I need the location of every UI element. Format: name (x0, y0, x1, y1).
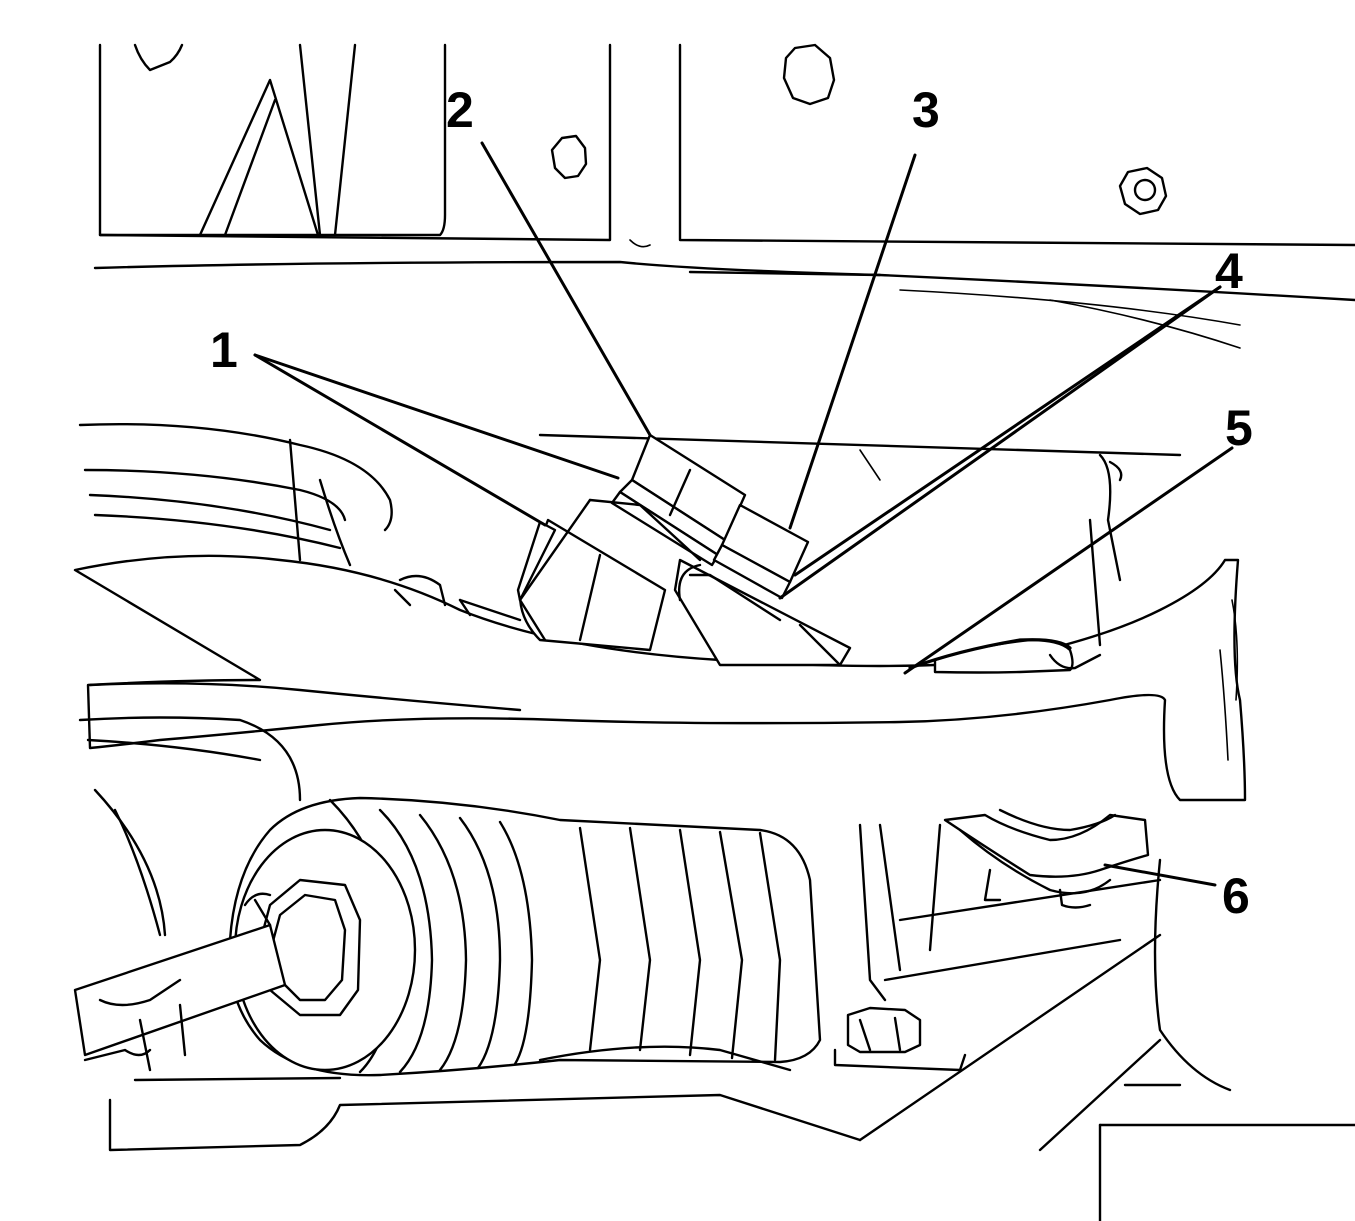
bolt-assembly (393, 433, 852, 667)
link-rod (78, 716, 302, 937)
callout-6: 6 (1222, 868, 1250, 924)
callout-4: 4 (1215, 243, 1243, 299)
body-bolts (550, 43, 1168, 216)
body-panel (93, 43, 1355, 349)
callout-1: 1 (210, 322, 238, 378)
upper-control-arm (78, 423, 1182, 582)
leader-5 (903, 446, 1234, 675)
callout-labels: 1 2 3 4 5 6 (210, 82, 1253, 924)
leader-1a (253, 353, 620, 480)
insulator-mount (908, 518, 1102, 674)
leader-3 (788, 153, 917, 530)
leader-1b (253, 353, 547, 527)
shaft-end (73, 828, 417, 1072)
callout-5: 5 (1225, 400, 1253, 456)
leader-6 (1103, 863, 1217, 887)
lower-frame (108, 858, 1355, 1221)
leader-4a (793, 285, 1222, 577)
right-bracket (928, 808, 1150, 952)
leader-4b (778, 285, 1222, 600)
lower-mount-bolt (833, 1006, 967, 1072)
leader-lines (253, 141, 1234, 887)
callout-2: 2 (446, 82, 474, 138)
callout-3: 3 (912, 82, 940, 138)
leader-2 (480, 141, 652, 437)
